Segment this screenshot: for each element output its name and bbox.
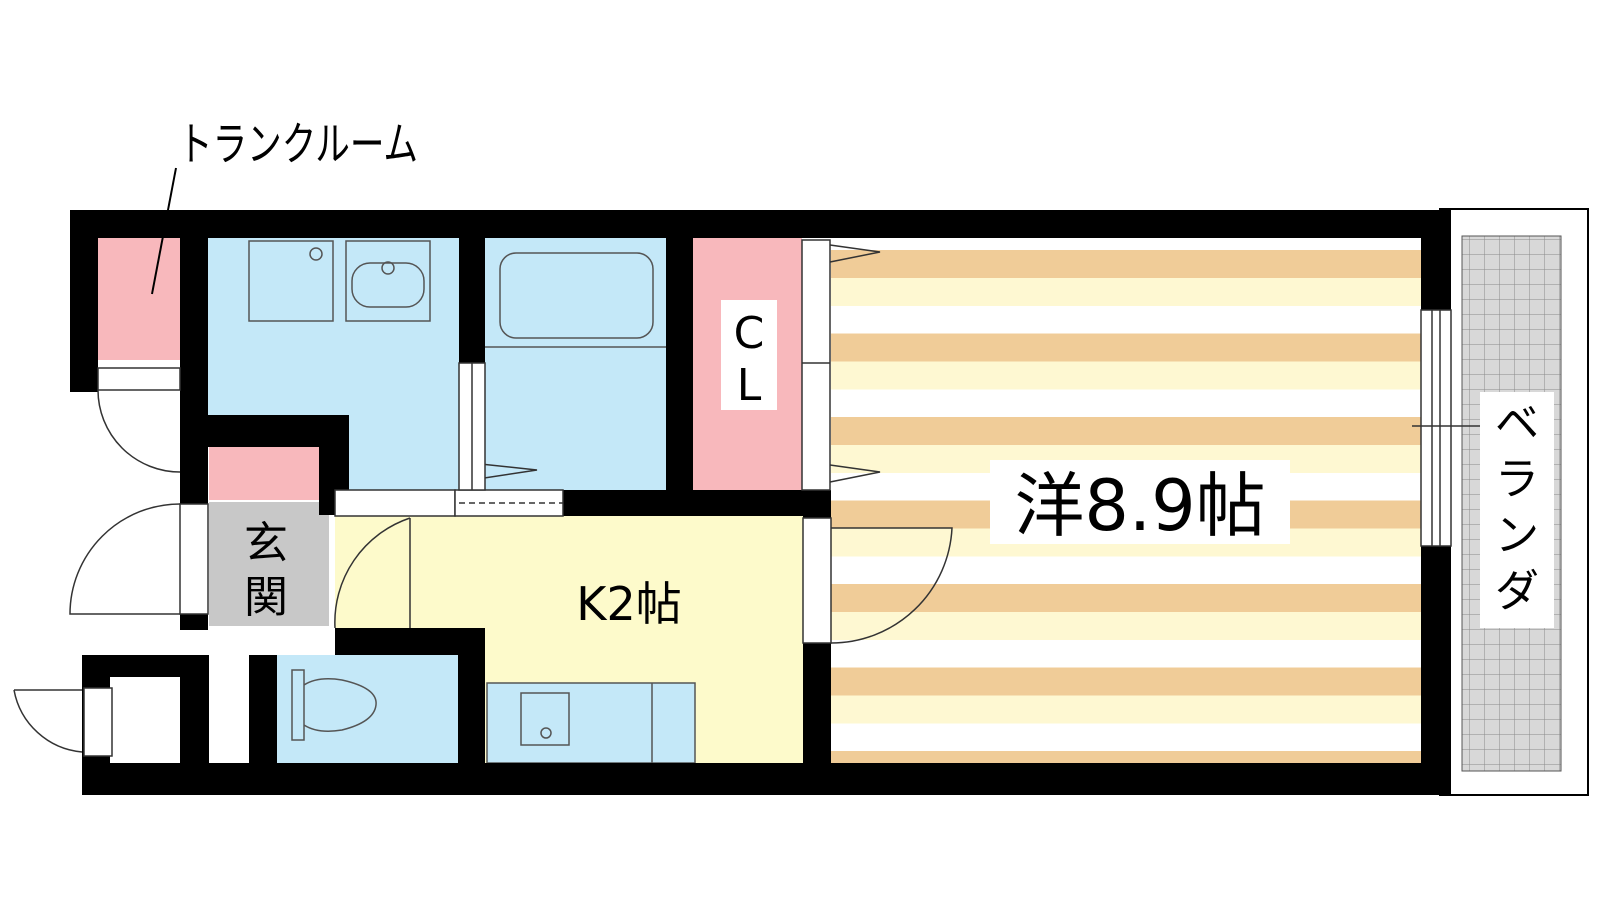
floor-stripe	[831, 667, 1421, 696]
western-room-label-bg	[990, 460, 1290, 544]
drain-icon	[540, 727, 552, 739]
trunk-room-label: トランクルーム	[178, 117, 418, 171]
toilet-icon	[291, 669, 377, 741]
entrance-label-2: 関	[244, 572, 288, 623]
floor-stripe	[831, 417, 1421, 445]
veranda-label-2: ラ	[1495, 454, 1539, 505]
sink	[520, 692, 570, 746]
entrance-label-1: 玄	[244, 518, 288, 569]
western-room-label: 洋8.9帖	[1014, 465, 1265, 547]
veranda-label-3: ン	[1495, 510, 1539, 561]
faucet-icon	[381, 261, 395, 275]
toilet-room	[277, 655, 458, 763]
kitchen-counter	[486, 682, 696, 764]
trunk-room	[98, 237, 180, 360]
veranda	[1439, 208, 1589, 796]
doors	[13, 239, 1480, 757]
washer-pan	[248, 240, 334, 322]
closet-label-bg	[721, 300, 777, 410]
floor-stripe	[831, 584, 1421, 612]
floor-stripe	[831, 361, 1421, 390]
kitchen-label: K2帖	[576, 577, 681, 631]
entrance-floor	[209, 502, 329, 626]
floor-stripe	[831, 695, 1421, 724]
vanity	[345, 240, 431, 322]
bathroom	[485, 237, 666, 490]
wash-basin	[351, 262, 425, 308]
veranda-label-1: ベ	[1495, 398, 1539, 449]
washroom	[208, 237, 459, 490]
floor-stripe	[831, 333, 1421, 362]
shoe-storage	[209, 447, 319, 500]
floor-stripe	[831, 250, 1421, 278]
trunk-room-leader	[151, 167, 177, 295]
closet-label-l: L	[737, 360, 762, 411]
bathtub	[499, 252, 654, 339]
floor-stripe	[831, 751, 1421, 763]
closet-label-c: C	[734, 308, 765, 359]
drain-icon	[309, 247, 323, 261]
floor-stripe	[831, 612, 1421, 640]
floor-stripe	[831, 278, 1421, 306]
veranda-label-4: ダ	[1495, 566, 1539, 617]
